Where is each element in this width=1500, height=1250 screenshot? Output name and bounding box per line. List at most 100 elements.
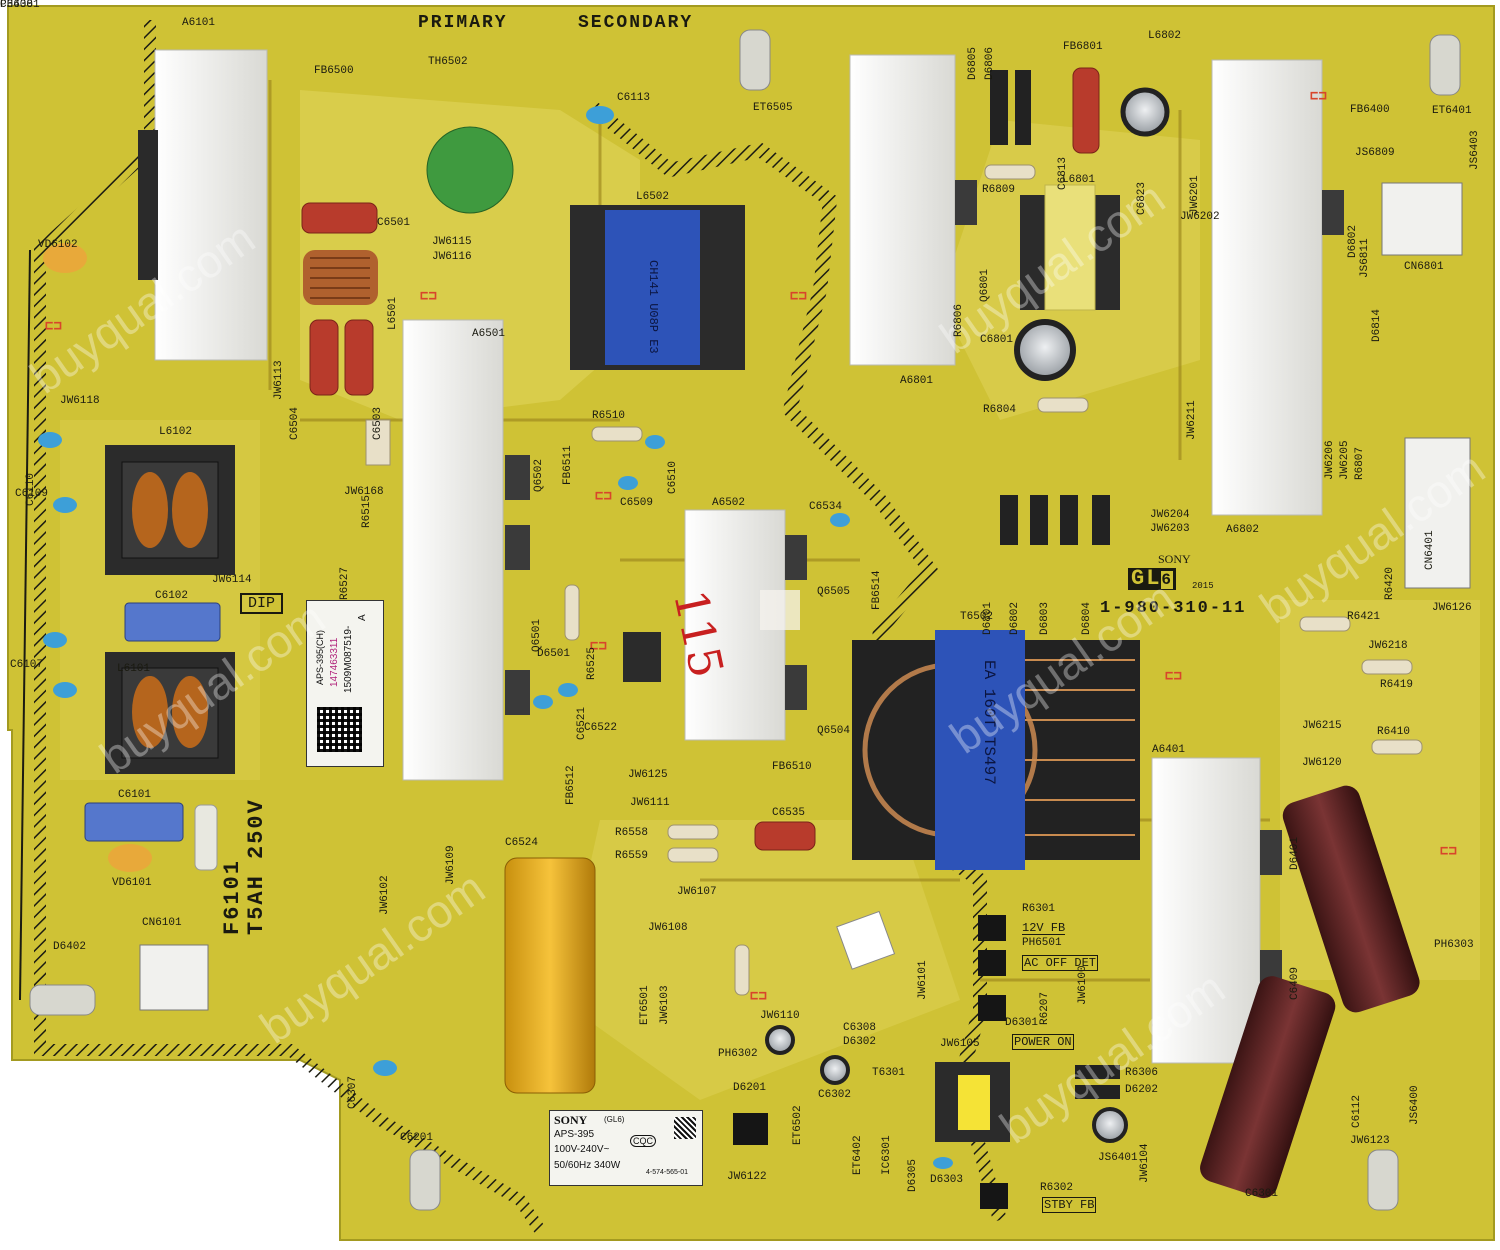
connector-cn6801: [1381, 182, 1463, 256]
ref-jw6123: JW6123: [1350, 1135, 1390, 1147]
heatsink-a6801: [849, 54, 956, 366]
ref-c6522: C6522: [584, 722, 618, 734]
ref-js6811: JS6811: [1359, 238, 1371, 278]
fuse-name: F6101: [220, 858, 245, 935]
ref-a6501: A6501: [472, 328, 506, 340]
cap-c6535: [754, 821, 816, 851]
ref-et6402: ET6402: [852, 1135, 864, 1175]
transformer-t6502: EA 160T TS497: [852, 630, 1140, 870]
ref-jw6126: JW6126: [1432, 602, 1472, 614]
choke-l6102: [105, 445, 235, 575]
ref-r6558: R6558: [615, 827, 649, 839]
model-year: 2015: [1192, 581, 1214, 591]
ref-jw6107: JW6107: [677, 886, 717, 898]
ref-jw6125: JW6125: [628, 769, 668, 781]
ref-jw6168: JW6168: [344, 486, 384, 498]
ref-d6802: D6802: [1347, 224, 1359, 258]
cap-c6409: [1282, 785, 1420, 1013]
ref-c6307: C6307: [347, 1075, 359, 1109]
ref-q6504: Q6504: [817, 725, 851, 737]
heatsink-a6501: [402, 319, 504, 781]
ref-c6201: C6201: [400, 1132, 434, 1144]
ref-r6421: R6421: [1347, 611, 1381, 623]
ref-jw6110: JW6110: [760, 1010, 800, 1022]
ref-jw6218: JW6218: [1368, 640, 1408, 652]
cap-c6504: [309, 319, 339, 396]
sticker-suffix: A: [357, 614, 368, 621]
ref-r6301: R6301: [1022, 903, 1056, 915]
connector-cn6401: [1404, 437, 1471, 589]
primary-label: PRIMARY: [418, 13, 508, 33]
transformer-l6502: CH141 U08P E3: [570, 205, 745, 370]
varistor-vd6101: [108, 844, 152, 872]
model-sticker: APS-395(CH) 147463311 1509M087519- A: [306, 600, 384, 767]
sony-brand: SONY: [1158, 552, 1191, 566]
ref-r6525: R6525: [586, 646, 598, 680]
ref-c6113: C6113: [617, 92, 651, 104]
svg-text:⊏⊐: ⊏⊐: [595, 489, 612, 505]
cap-c6823: [1120, 87, 1170, 137]
ref-a6502: A6502: [712, 497, 746, 509]
ref-jw6114: JW6114: [212, 574, 252, 586]
ref-r6515: R6515: [361, 494, 373, 528]
ref-c6308: C6308: [843, 1022, 877, 1034]
cap-c6503: [344, 319, 374, 396]
ref-d6806: D6806: [984, 46, 996, 80]
ref-jw6118: JW6118: [60, 395, 100, 407]
ref-l6501: L6501: [387, 296, 399, 330]
svg-text:⊏⊐: ⊏⊐: [590, 639, 607, 655]
ref-r6306: R6306: [1125, 1067, 1159, 1079]
ref-r6804: R6804: [983, 404, 1017, 416]
ref-c6112: C6112: [1351, 1094, 1363, 1128]
ref-jw6108: JW6108: [648, 922, 688, 934]
ref-d6804: D6804: [1081, 601, 1093, 635]
opto-label-4: STBY FB: [1042, 1197, 1097, 1213]
ref-et6502: ET6502: [792, 1105, 804, 1145]
ref-et6401: ET6401: [1432, 105, 1472, 117]
ref-th6502: TH6502: [428, 56, 468, 68]
spec-series: (GL6): [604, 1115, 625, 1124]
ref-t6301: T6301: [872, 1067, 906, 1079]
ref-fb6500: FB6500: [314, 65, 354, 77]
ref-c6301: C6301: [1245, 1188, 1279, 1200]
ref-q6502: Q6502: [533, 458, 545, 492]
ref-c6109: C6109: [15, 488, 49, 500]
spec-freq: 50/60Hz 340W: [554, 1160, 621, 1171]
ref-jw6105: JW6105: [940, 1038, 980, 1050]
model-series: GL6: [1128, 568, 1177, 590]
ref-r6207: R6207: [1039, 991, 1051, 1025]
ref-jw6115: JW6115: [432, 236, 472, 248]
ref-js6403: JS6403: [1469, 130, 1481, 170]
ref-fb6512: FB6512: [565, 765, 577, 805]
ref-c6801: C6801: [980, 334, 1014, 346]
thermistor-th6502: [426, 126, 514, 214]
ref-q6801: Q6801: [979, 268, 991, 302]
ref-c6504: C6504: [289, 406, 301, 440]
ic-small: [623, 632, 661, 682]
svg-text:⊏⊐: ⊏⊐: [45, 319, 62, 335]
ref-jw6122: JW6122: [727, 1171, 767, 1183]
heatsink-a6802: [1211, 59, 1323, 516]
ref-c6823: C6823: [1136, 181, 1148, 215]
ref-c6107: C6107: [10, 659, 44, 671]
ref-c6101: C6101: [118, 789, 152, 801]
ref-c6524: C6524: [505, 837, 539, 849]
ref-jw6205: JW6205: [1339, 440, 1351, 480]
ref-fb6801: FB6801: [1063, 41, 1103, 53]
ref-ph6302: PH6302: [718, 1048, 758, 1060]
ref-l6502: L6502: [636, 191, 670, 203]
heatsink-a6101: [154, 49, 268, 361]
ref-js6401: JS6401: [1098, 1152, 1138, 1164]
ref-c6509: C6509: [620, 497, 654, 509]
ref-d6301: D6301: [1005, 1017, 1039, 1029]
sticker-code: 147463311: [329, 637, 340, 687]
spec-brand: SONY: [554, 1113, 588, 1127]
ref-jw6109: JW6109: [445, 845, 457, 885]
ref-r6559: R6559: [615, 850, 649, 862]
ref-ph6501: PH6501: [1022, 937, 1062, 949]
heatsink-a6401: [1151, 757, 1261, 1064]
ref-cn6401: CN6401: [1424, 530, 1436, 570]
cap-c6813: [1072, 67, 1100, 154]
transformer-l6801: [1020, 184, 1120, 311]
